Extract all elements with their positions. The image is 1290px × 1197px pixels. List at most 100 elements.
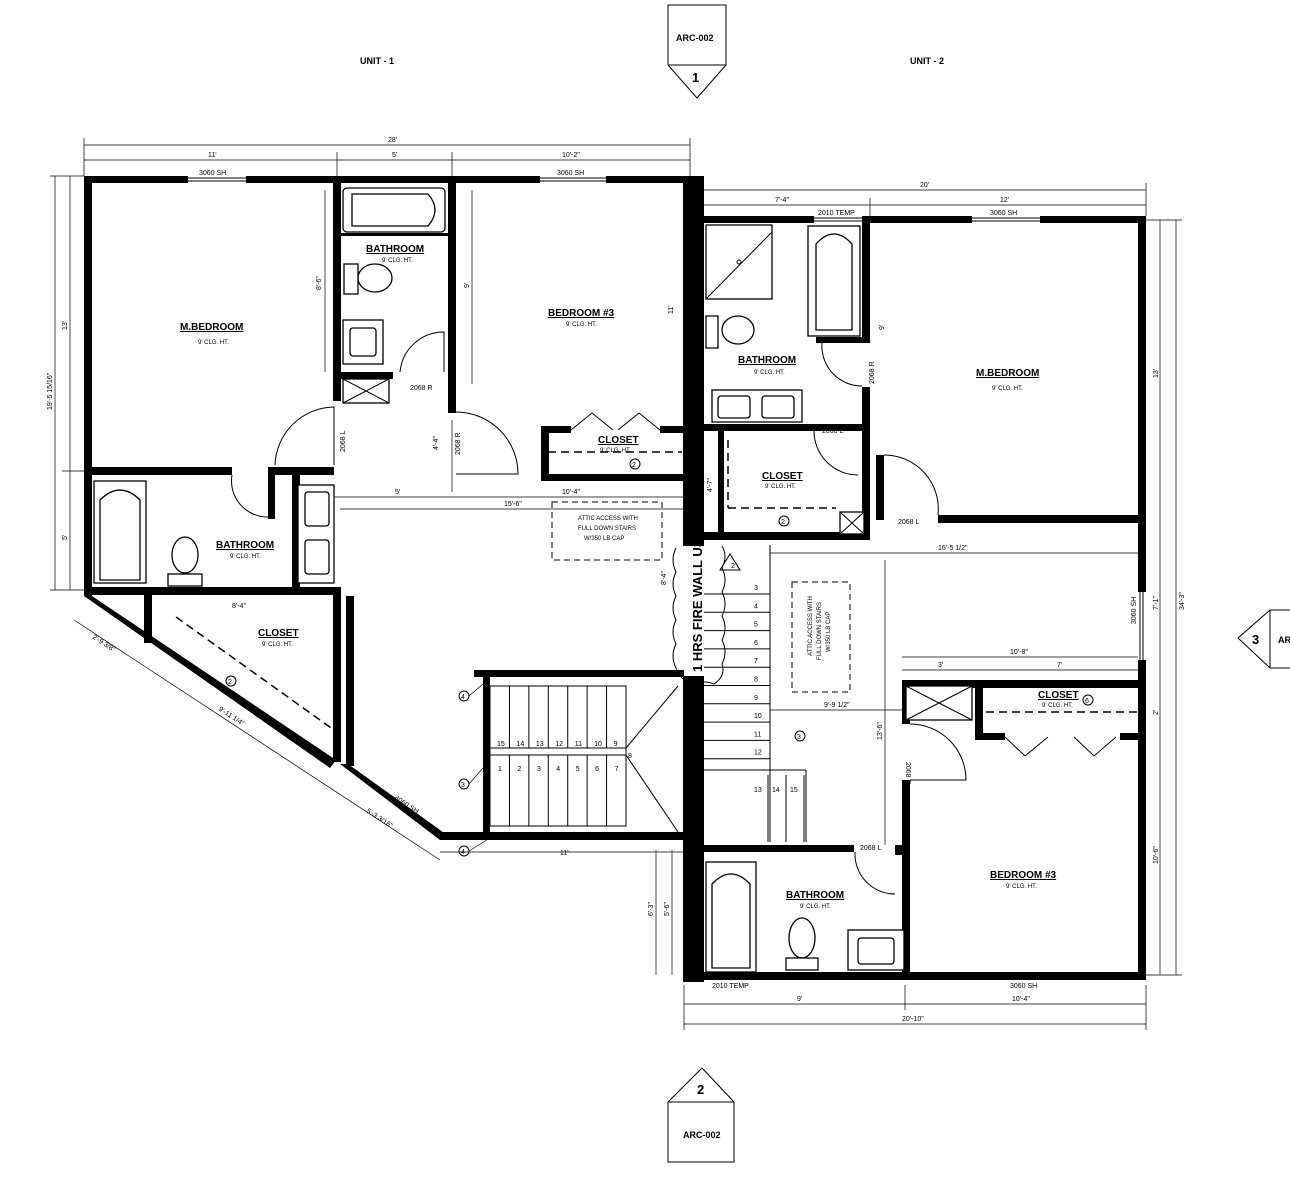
stair-1-step-8: 8 [628, 753, 632, 760]
attic-access-u1: ATTIC ACCESS WITH FULL DOWN STAIRS W/350… [551, 501, 663, 561]
stair-step-label: 11 [754, 731, 761, 738]
svg-text:FULL DOWN STAIRS: FULL DOWN STAIRS [817, 602, 823, 660]
svg-text:2068 L: 2068 L [822, 428, 844, 435]
stair-step-label: 15 [790, 787, 798, 794]
section-tag-right[interactable]: 3 AR [1237, 609, 1290, 669]
svg-text:2068 R: 2068 R [410, 385, 433, 392]
window-labels: 3060 SH 3060 SH 3060 SH 3060 SH 3060 SH … [199, 170, 1138, 990]
dim-u1-h5: 5' [395, 489, 400, 496]
svg-text:ATTIC ACCESS WITH: ATTIC ACCESS WITH [578, 516, 638, 522]
dim-u2-top-a: 7'-4" [775, 197, 789, 204]
stair-step-label: 13 [536, 741, 544, 748]
room-u1-closet-left: CLOSET [258, 628, 299, 639]
stair-step-label: 11 [575, 741, 582, 748]
svg-text:2068 R: 2068 R [869, 361, 876, 384]
svg-text:2068 R: 2068 R [455, 432, 462, 455]
dim-u1-top-a: 11' [208, 152, 217, 159]
svg-text:9' CLG. HT.: 9' CLG. HT. [382, 258, 413, 264]
dim-u1-5316: 5'-3 3/16" [365, 808, 394, 830]
svg-text:3060 SH: 3060 SH [1131, 597, 1138, 624]
section-tag-top-num: 1 [692, 70, 699, 85]
stair-step-label: 7 [754, 658, 758, 665]
svg-text:3: 3 [461, 782, 465, 789]
dim-u2-bot-b: 10'-4" [1012, 996, 1030, 1003]
stair-step-label: 6 [595, 766, 599, 773]
section-tag-bottom[interactable]: 2 ARC-002 [667, 1067, 735, 1163]
dim-u2-136: 13'-6" [877, 722, 884, 740]
dim-u1-top-c: 10'-2" [562, 152, 580, 159]
svg-text:ATTIC ACCESS WITH: ATTIC ACCESS WITH [808, 596, 814, 656]
unit-2-dimensions: 20' 7'-4" 12' 34'-3" 13' 7'-1" 2' 10'-6"… [648, 182, 1186, 1030]
fire-wall-label: 1 HRS FIRE WALL U303 [672, 526, 726, 685]
section-tag-bottom-num: 2 [697, 1082, 704, 1097]
dim-u2-3: 3' [938, 662, 943, 669]
svg-text:2: 2 [632, 462, 636, 469]
unit-1-label: UNIT - 1 [360, 56, 394, 66]
section-tag-bottom-sheet: ARC-002 [683, 1130, 721, 1140]
dim-u1-bed-r: 11' [668, 305, 675, 314]
section-tag-right-sheet: AR [1278, 635, 1290, 645]
dim-u2-r2: 2' [1153, 710, 1160, 715]
fire-wall-text: 1 HRS FIRE WALL U303 [690, 526, 705, 672]
dim-u1-d44: 4'-4" [433, 436, 440, 450]
dim-u1-left-a: 13' [62, 321, 69, 330]
dim-u1-top-total: 28' [388, 137, 397, 144]
closet-rods [175, 440, 1138, 731]
svg-text:4: 4 [461, 849, 465, 856]
svg-text:9' CLG. HT.: 9' CLG. HT. [1006, 884, 1037, 890]
stair-step-label: 9 [754, 695, 758, 702]
svg-text:9' CLG. HT.: 9' CLG. HT. [765, 484, 796, 490]
stair-step-label: 4 [556, 766, 560, 773]
svg-text:3060 SH: 3060 SH [557, 170, 584, 177]
dim-u1-h104: 10'-4" [562, 489, 580, 496]
dim-u2-63: 6'-3" [648, 902, 655, 916]
dim-u1-759: 7'-5 9/16" [347, 680, 354, 710]
stair-step-label: 14 [772, 787, 780, 794]
room-u2-bath-bottom: BATHROOM [786, 890, 844, 901]
stair-step-label: 12 [754, 750, 762, 757]
svg-text:3060 SH: 3060 SH [990, 210, 1017, 217]
room-u1-bath-top: BATHROOM [366, 244, 424, 255]
stair-step-label: 14 [516, 741, 524, 748]
attic-access-u2: ATTIC ACCESS WITH FULL DOWN STAIRS W/350… [791, 581, 851, 693]
svg-text:4: 4 [461, 694, 465, 701]
svg-text:3060 SH: 3060 SH [1010, 983, 1037, 990]
dim-u2-47: 4'-7" [707, 478, 714, 492]
stair-step-label: 12 [555, 741, 563, 748]
dim-u2-r71: 7'-1" [1153, 596, 1160, 610]
dim-u2-right-total: 34'-3" [1179, 592, 1186, 610]
dim-u2-108: 10'-8" [1010, 649, 1028, 656]
svg-text:9' CLG. HT.: 9' CLG. HT. [230, 554, 261, 560]
dim-u2-1651: 16'-5 1/2" [938, 545, 968, 552]
svg-text:9' CLG. HT.: 9' CLG. HT. [198, 340, 229, 346]
room-u2-closet-top: CLOSET [762, 471, 803, 482]
dim-u2-5912: 9'-9 1/2" [824, 702, 850, 709]
svg-text:9' CLG. HT.: 9' CLG. HT. [262, 642, 293, 648]
room-labels: M.BEDROOM 9' CLG. HT. BATHROOM 9' CLG. H… [180, 244, 1079, 910]
section-tag-top[interactable]: ARC-002 1 [667, 4, 727, 99]
svg-text:2068 L: 2068 L [860, 845, 882, 852]
svg-text:9' CLG. HT.: 9' CLG. HT. [754, 370, 785, 376]
stair-step-label: 4 [754, 603, 758, 610]
room-u2-mbedroom: M.BEDROOM [976, 368, 1039, 379]
stairs-unit-1 [489, 685, 627, 827]
svg-text:2: 2 [228, 679, 232, 686]
section-tag-top-sheet: ARC-002 [676, 33, 714, 43]
dim-u2-56: 5'-6" [664, 902, 671, 916]
stair-step-label: 5 [576, 766, 580, 773]
svg-text:3060 SH: 3060 SH [199, 170, 226, 177]
unit-2-walls [704, 216, 1146, 980]
svg-text:2068 L: 2068 L [898, 519, 920, 526]
dim-u2-bot-a: 9' [797, 996, 802, 1003]
dim-u2-r13: 13' [1153, 369, 1160, 378]
room-u1-bath-left: BATHROOM [216, 540, 274, 551]
stair-step-label: 7 [615, 766, 619, 773]
svg-text:W/350 LB CAP: W/350 LB CAP [584, 536, 624, 542]
dim-u1-top-b: 5' [392, 152, 397, 159]
room-u1-bed3: BEDROOM #3 [548, 308, 615, 319]
room-u1-mbedroom: M.BEDROOM [180, 322, 243, 333]
